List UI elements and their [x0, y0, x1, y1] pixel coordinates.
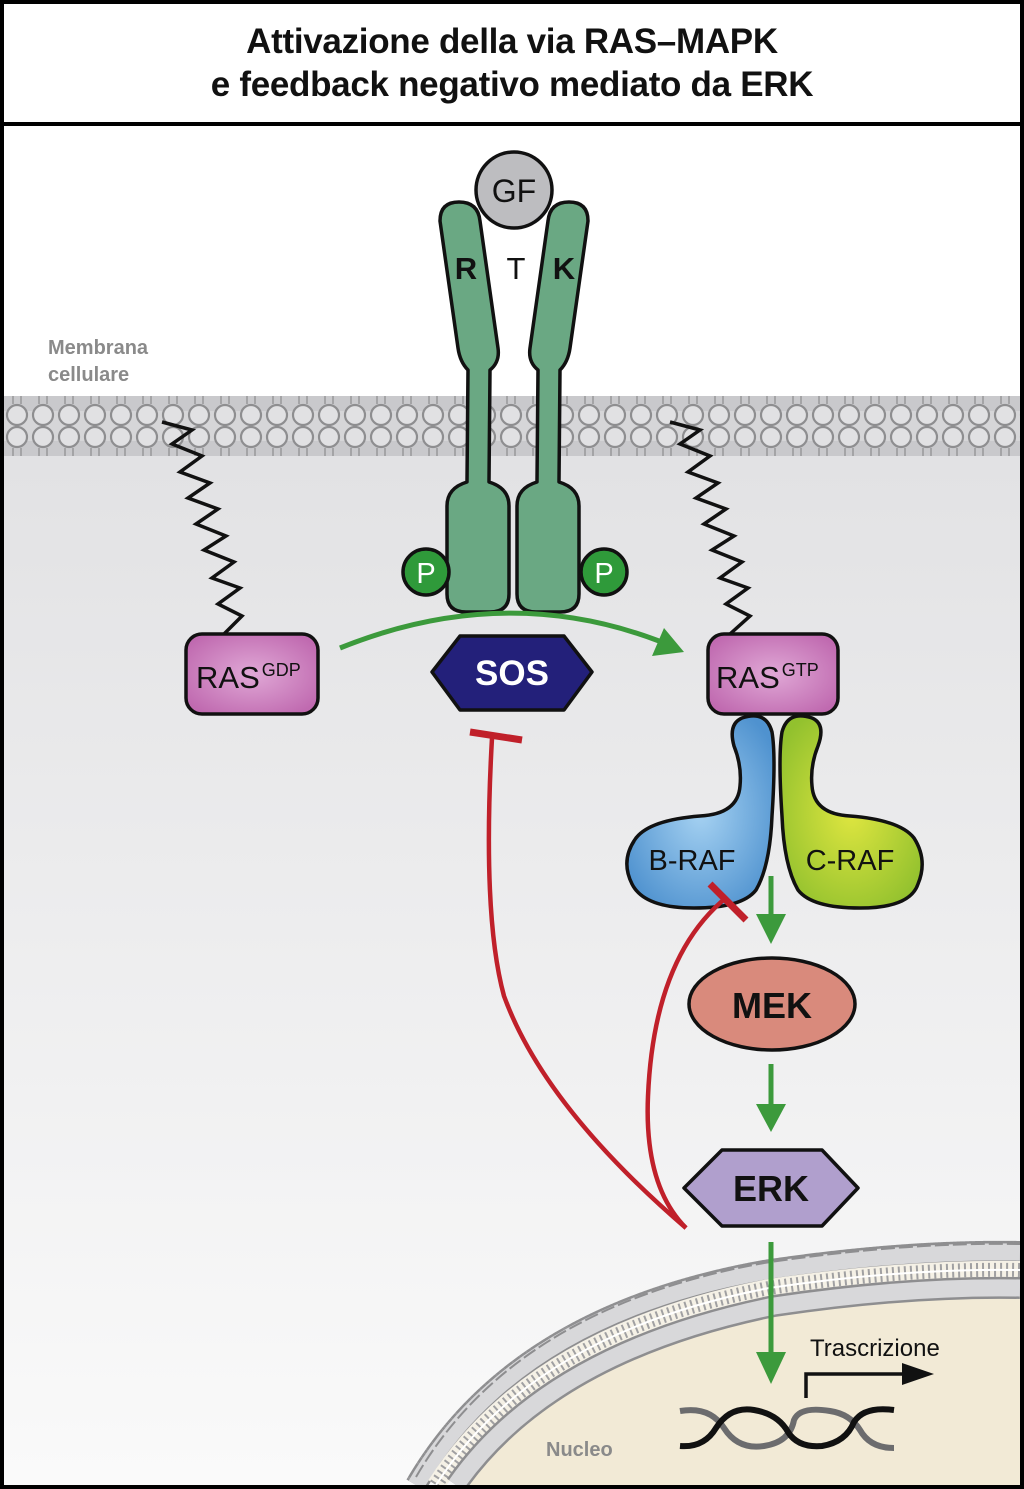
transcription-arrow	[804, 1372, 904, 1398]
ras-gtp-label: RAS	[716, 660, 780, 695]
rtk-letter-r: R	[455, 251, 477, 286]
rtk-letter-k: K	[553, 251, 576, 286]
ras-gtp-lipid-anchor	[669, 420, 754, 636]
ras-gdp-lipid-anchor	[161, 420, 245, 636]
erk-label: ERK	[733, 1168, 809, 1209]
phospho-left-label: P	[416, 558, 435, 590]
cell-membrane	[4, 396, 1020, 456]
phospho-right	[579, 547, 629, 597]
rtk-right-chain	[515, 200, 590, 614]
nucleoplasm	[456, 1287, 1020, 1485]
braf-node: B-RAF	[625, 714, 776, 910]
inhibition-erk-sos	[486, 737, 688, 1230]
inhibition-bar-raf	[707, 881, 749, 923]
title-line-2: e feedback negativo mediato da ERK	[210, 65, 814, 104]
sos-label: SOS	[475, 654, 549, 693]
title-box: Attivazione della via RAS–MAPK e feedbac…	[4, 4, 1020, 122]
erk-node: ERK	[682, 1148, 860, 1228]
membrane-label-line-1: Membrana	[48, 337, 149, 359]
inhibition-bar-sos	[469, 728, 523, 744]
phospho-right-label: P	[594, 558, 613, 590]
membrane-label-line-2: cellulare	[48, 364, 129, 386]
ras-gtp-superscript: GTP	[782, 660, 819, 680]
transcription-label: Trascrizione	[810, 1335, 940, 1362]
braf-label: B-RAF	[649, 845, 736, 877]
activation-arrowhead-erk-nucleus	[756, 1352, 786, 1384]
transcription-arrowhead	[902, 1363, 934, 1385]
gf-ligand	[474, 150, 554, 230]
activation-arrowhead-raf-mek	[756, 914, 786, 944]
sos-node: SOS	[430, 634, 594, 712]
activation-arrowhead-mek-erk	[756, 1104, 786, 1132]
inhibition-erk-raf	[645, 895, 729, 1230]
rtk-left-chain	[438, 200, 511, 614]
ras-gdp-superscript: GDP	[262, 660, 301, 680]
nucleus: Nucleo	[406, 1240, 1020, 1485]
craf-label: C-RAF	[806, 845, 895, 877]
ras-gdp-label: RAS	[196, 660, 260, 695]
pathway-diagram: Membrana cellulare Nucleo GF R T	[4, 126, 1020, 1485]
dna-helix-icon	[679, 1406, 895, 1451]
rtk-letter-t: T	[507, 251, 526, 286]
activation-arrow-ras	[339, 610, 660, 651]
activation-arrowhead-ras	[652, 628, 684, 656]
craf-node: C-RAF	[778, 714, 924, 910]
nucleus-label: Nucleo	[546, 1439, 613, 1461]
rtk-receptor: GF R T K P P	[401, 150, 629, 614]
phospho-left	[401, 547, 451, 597]
gf-label: GF	[492, 173, 536, 209]
title-line-1: Attivazione della via RAS–MAPK	[246, 22, 778, 61]
mek-node: MEK	[687, 956, 857, 1052]
mek-label: MEK	[732, 985, 812, 1026]
